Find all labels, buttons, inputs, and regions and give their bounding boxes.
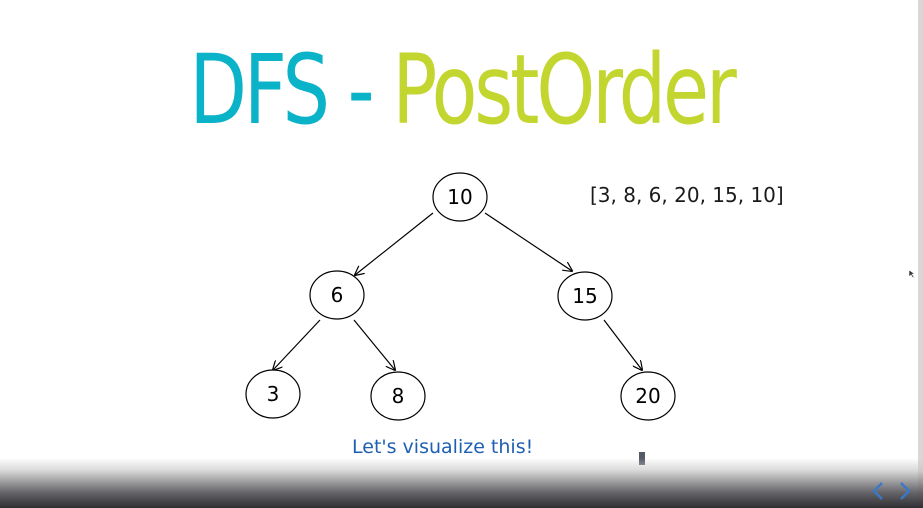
tree-node-6: 6 [309, 270, 365, 320]
tree-node-10: 10 [432, 172, 488, 222]
tree-node-3: 3 [245, 369, 301, 419]
title-separator: - [326, 34, 393, 146]
node-label: 20 [635, 384, 660, 408]
previous-slide-button[interactable] [867, 478, 889, 504]
next-slide-button[interactable] [894, 478, 916, 504]
node-label: 15 [572, 284, 597, 308]
edge-15-20 [603, 319, 642, 370]
edge-6-8 [353, 319, 395, 370]
edge-10-6 [355, 212, 434, 275]
title-postorder: PostOrder [392, 34, 737, 146]
slide-edge [918, 0, 923, 508]
postorder-result: [3, 8, 6, 20, 15, 10] [590, 183, 784, 207]
tree-node-8: 8 [370, 371, 426, 421]
node-label: 6 [331, 283, 344, 307]
chevron-right-icon [900, 482, 911, 500]
node-label: 8 [392, 384, 405, 408]
chevron-left-icon [872, 482, 883, 500]
tree-node-20: 20 [620, 371, 676, 421]
slide-title: DFS - PostOrder [102, 30, 822, 150]
node-label: 10 [447, 185, 472, 209]
edge-6-3 [273, 319, 321, 370]
title-dfs: DFS [189, 34, 330, 146]
edge-10-15 [484, 212, 572, 271]
player-control-bar [0, 458, 923, 508]
caption-text: Let's visualize this! [352, 436, 534, 458]
node-label: 3 [267, 382, 280, 406]
mouse-pointer-icon [908, 264, 916, 283]
tree-node-15: 15 [557, 271, 613, 321]
